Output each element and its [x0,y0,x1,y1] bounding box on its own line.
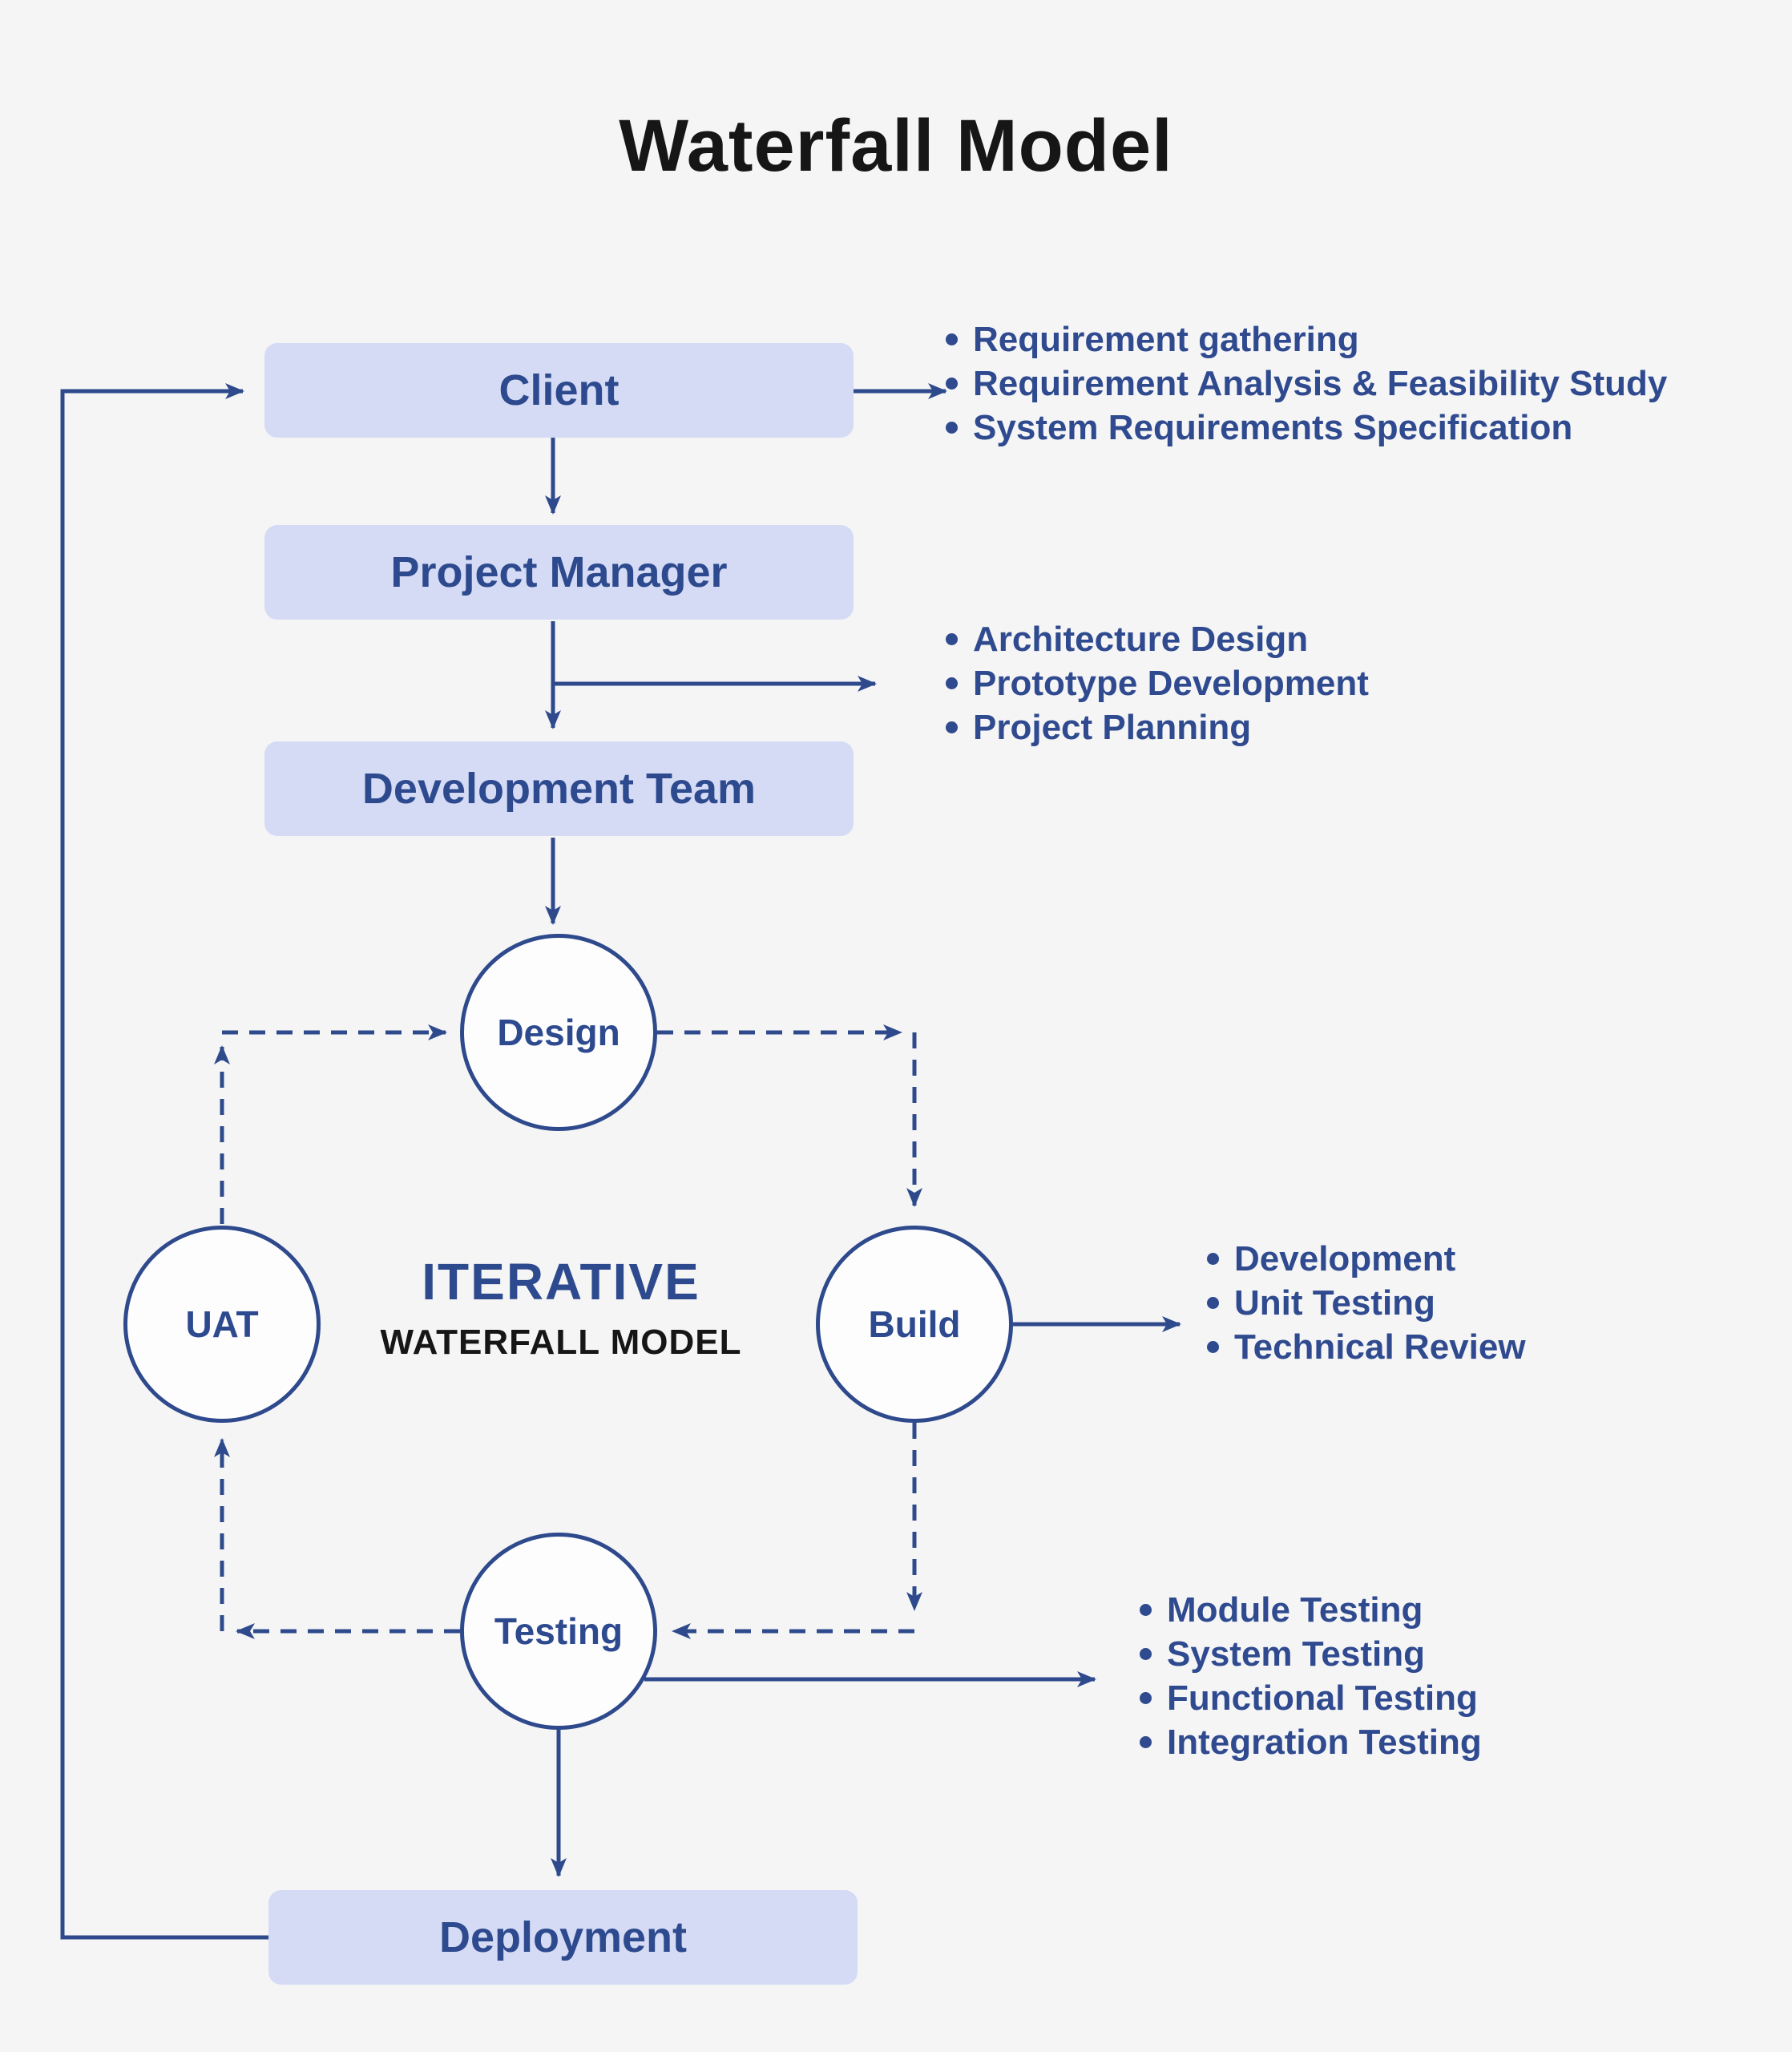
center-label: ITERATIVE WATERFALL MODEL [337,1252,785,1363]
task-item: Development [1207,1237,1526,1281]
task-label: Prototype Development [973,663,1369,703]
page-title: Waterfall Model [619,105,1173,187]
task-item: System Testing [1140,1632,1482,1676]
build-task-list: Development Unit Testing Technical Revie… [1207,1237,1526,1369]
center-label-secondary: WATERFALL MODEL [380,1323,742,1362]
node-development-team-label: Development Team [361,765,757,813]
task-label: Module Testing [1167,1589,1423,1630]
task-item: Functional Testing [1140,1676,1482,1720]
node-deployment-label: Deployment [438,1913,688,1961]
bullet-dot [1207,1297,1219,1309]
task-item: Requirement Analysis & Feasibility Study [946,362,1667,406]
task-label: Development [1234,1238,1456,1278]
node-build: Build [816,1226,1013,1423]
task-label: System Requirements Specification [973,407,1573,447]
task-item: Technical Review [1207,1325,1526,1369]
bullet-dot [1140,1692,1152,1704]
task-label: Unit Testing [1234,1282,1435,1323]
node-project-manager-label: Project Manager [390,548,728,596]
node-build-label: Build [868,1303,961,1345]
task-item: Unit Testing [1207,1281,1526,1325]
node-deployment: Deployment [268,1890,858,1985]
center-label-primary: ITERATIVE [422,1253,700,1311]
node-design: Design [460,934,657,1131]
task-label: Integration Testing [1167,1722,1482,1762]
task-label: Functional Testing [1167,1678,1478,1718]
task-item: System Requirements Specification [946,406,1667,450]
task-label: Requirement gathering [973,319,1359,359]
task-item: Requirement gathering [946,317,1667,362]
task-label: System Testing [1167,1634,1425,1674]
task-label: Project Planning [973,707,1252,747]
bullet-dot [1207,1341,1219,1353]
testing-task-list: Module Testing System Testing Functional… [1140,1588,1482,1764]
task-label: Architecture Design [973,619,1309,659]
project-manager-task-list: Architecture Design Prototype Developmen… [946,617,1369,749]
bullet-dot [946,633,958,645]
bullet-dot [946,422,958,434]
task-item: Integration Testing [1140,1720,1482,1764]
bullet-dot [946,333,958,345]
node-client: Client [264,343,854,438]
node-uat: UAT [123,1226,321,1423]
bullet-dot [946,378,958,390]
task-item: Architecture Design [946,617,1369,661]
bullet-dot [946,721,958,733]
arrow-deployment-to-client [60,383,268,1940]
node-design-label: Design [497,1012,620,1053]
bullet-dot [946,677,958,689]
task-item: Module Testing [1140,1588,1482,1632]
bullet-dot [1140,1604,1152,1616]
task-item: Prototype Development [946,661,1369,705]
node-client-label: Client [498,366,620,414]
node-development-team: Development Team [264,741,854,836]
task-label: Technical Review [1234,1327,1526,1367]
node-testing: Testing [460,1533,657,1730]
task-item: Project Planning [946,705,1369,749]
bullet-dot [1207,1253,1219,1265]
client-task-list: Requirement gathering Requirement Analys… [946,317,1667,450]
task-label: Requirement Analysis & Feasibility Study [973,363,1668,403]
node-uat-label: UAT [185,1303,259,1345]
node-testing-label: Testing [494,1610,624,1652]
bullet-dot [1140,1648,1152,1660]
node-project-manager: Project Manager [264,525,854,620]
bullet-dot [1140,1736,1152,1748]
